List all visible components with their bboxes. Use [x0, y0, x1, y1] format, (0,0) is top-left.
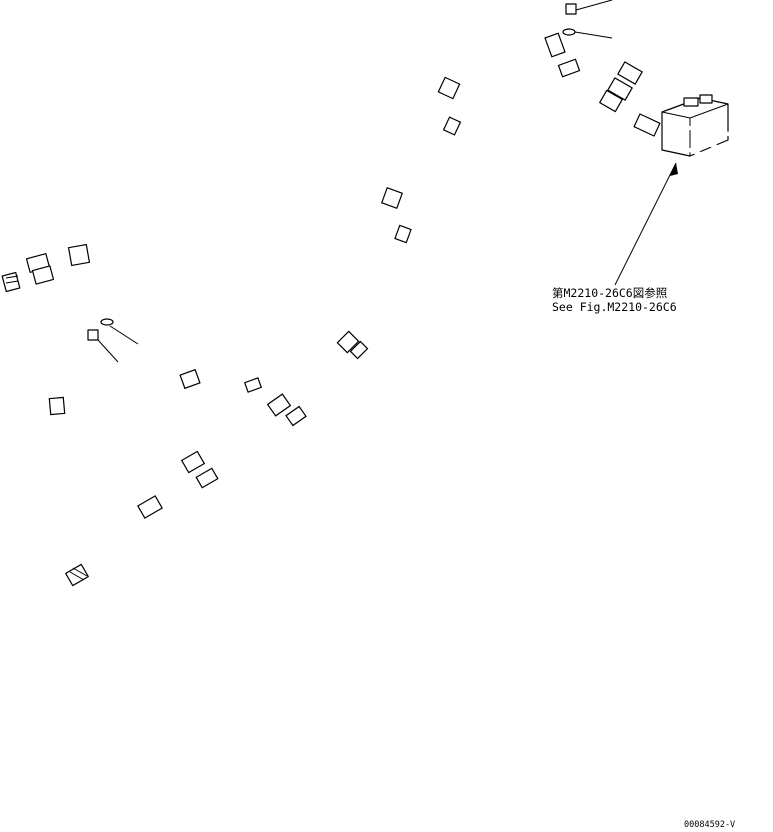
fitting-upper-right — [599, 61, 661, 137]
clamp — [544, 32, 566, 58]
clamp — [137, 495, 163, 519]
clamp — [394, 224, 412, 244]
clamps — [48, 32, 581, 519]
clamp — [442, 116, 462, 136]
clamp — [180, 450, 206, 474]
hose-bundle — [37, 35, 633, 581]
fitting-upper-left — [1, 253, 55, 293]
clamp — [243, 377, 263, 393]
clamp — [266, 393, 292, 417]
bolts-washers — [87, 0, 613, 363]
hose-fittings — [1, 0, 661, 587]
valve-block — [661, 94, 773, 183]
clamp — [349, 340, 369, 360]
reference-text-english: See Fig.M2210-26C6 — [552, 300, 677, 314]
reference-leader — [614, 162, 678, 286]
clamp — [179, 368, 201, 390]
clamp — [48, 396, 66, 416]
clamp — [557, 58, 581, 78]
fitting-lower-left — [65, 563, 89, 587]
drawing-number: 00084592-V — [684, 820, 736, 830]
reference-text-japanese: 第M2210-26C6図参照 — [552, 286, 668, 300]
clamp — [336, 330, 360, 354]
clamp — [437, 76, 461, 100]
clamp — [380, 186, 404, 210]
clamp — [285, 405, 307, 427]
clamp — [195, 467, 219, 489]
clamp — [67, 243, 91, 267]
